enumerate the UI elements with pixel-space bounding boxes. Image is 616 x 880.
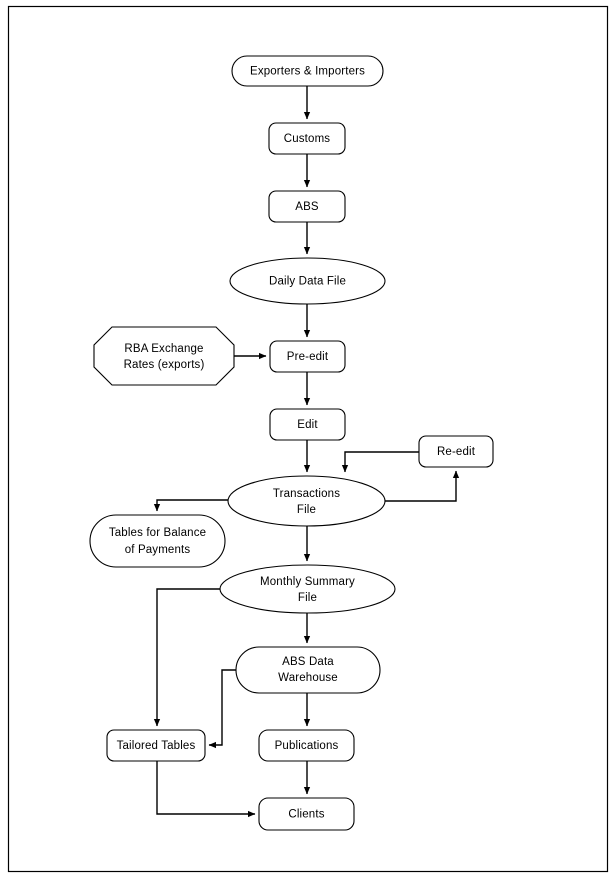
edge-monthly-tailored (153, 588, 240, 727)
node-rba-exchange-rates[interactable]: RBA Exchange Rates (exports) (93, 326, 235, 386)
node-shape-rounded-rect (106, 729, 206, 762)
node-label-re-edit: Re-edit (437, 446, 476, 458)
node-customs[interactable]: Customs (268, 122, 346, 155)
node-publications[interactable]: Publications (258, 729, 355, 762)
node-label-clients: Clients (288, 809, 324, 821)
node-edit[interactable]: Edit (269, 408, 346, 441)
edge-tailored-clients (156, 761, 256, 818)
node-label-publications: Publications (275, 740, 339, 752)
node-shape-ellipse (227, 475, 386, 527)
node-label-tables-line-1: Tables for Balance (109, 527, 206, 539)
node-tailored-tables[interactable]: Tailored Tables (106, 729, 206, 762)
node-label-edit: Edit (297, 419, 318, 431)
node-label-rba-line-2: Rates (exports) (124, 359, 205, 371)
edge-transactions-tables (153, 499, 249, 512)
node-transactions-file[interactable]: Transactions File (227, 475, 386, 527)
node-shape-octagon (93, 326, 235, 386)
node-shape-ellipse (229, 257, 386, 305)
edge-reedit-transactions (341, 451, 419, 473)
edge-warehouse-tailored (208, 669, 238, 749)
node-label-customs: Customs (284, 133, 331, 145)
node-shape-rounded-rect (258, 797, 355, 831)
node-shape-rounded-rect (268, 122, 346, 155)
node-label-pre-edit: Pre-edit (287, 351, 329, 363)
node-shape-rounded-rect (269, 408, 346, 441)
node-abs-data-warehouse[interactable]: ABS Data Warehouse (235, 646, 381, 694)
node-re-edit[interactable]: Re-edit (418, 435, 494, 468)
node-shape-stadium (231, 55, 384, 87)
node-label-tailored-tables: Tailored Tables (117, 740, 196, 752)
node-label-daily-data-file: Daily Data File (269, 276, 346, 288)
node-label-abs: ABS (295, 201, 319, 213)
node-label-transactions-line-1: Transactions (273, 488, 340, 500)
edge-layer (153, 86, 460, 818)
node-label-warehouse-line-2: Warehouse (278, 672, 338, 684)
node-abs[interactable]: ABS (268, 190, 346, 223)
node-label-monthly-line-1: Monthly Summary (260, 576, 355, 588)
node-shape-stadium (235, 646, 381, 694)
node-shape-stadium (89, 514, 226, 568)
node-exporters-importers[interactable]: Exporters & Importers (231, 55, 384, 87)
node-label-monthly-line-2: File (298, 592, 317, 604)
node-shape-rounded-rect (268, 190, 346, 223)
node-layer: Exporters & Importers Customs ABS Daily … (89, 55, 494, 831)
node-shape-rounded-rect (418, 435, 494, 468)
node-label-exporters-importers: Exporters & Importers (250, 66, 365, 78)
node-daily-data-file[interactable]: Daily Data File (229, 257, 386, 305)
edge-transactions-reedit (385, 470, 460, 502)
node-shape-rounded-rect (258, 729, 355, 762)
node-pre-edit[interactable]: Pre-edit (269, 340, 346, 373)
node-shape-rounded-rect (269, 340, 346, 373)
node-tables-balance-payments[interactable]: Tables for Balance of Payments (89, 514, 226, 568)
node-label-transactions-line-2: File (297, 504, 316, 516)
node-label-rba-line-1: RBA Exchange (124, 343, 203, 355)
page-border (7, 5, 609, 873)
node-label-warehouse-line-1: ABS Data (282, 656, 334, 668)
node-shape-ellipse (219, 564, 396, 614)
node-clients[interactable]: Clients (258, 797, 355, 831)
node-label-tables-line-2: of Payments (125, 544, 191, 556)
node-monthly-summary-file[interactable]: Monthly Summary File (219, 564, 396, 614)
